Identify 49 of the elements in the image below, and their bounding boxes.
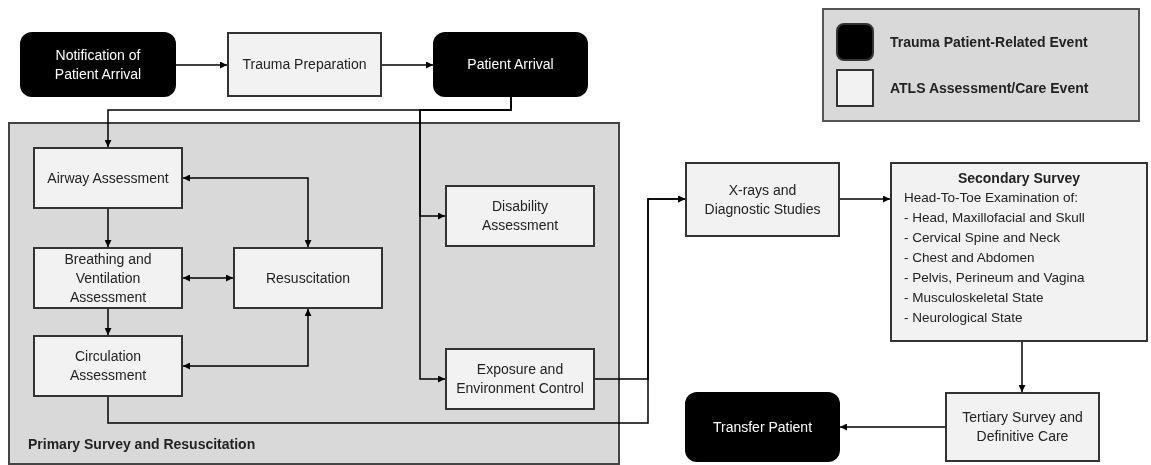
node-label: Tertiary Survey and Definitive Care	[961, 408, 1084, 446]
legend-label: ATLS Assessment/Care Event	[890, 78, 1089, 98]
arrow	[839, 423, 946, 431]
event-box	[433, 32, 588, 97]
list-item: - Pelvis, Perineum and Vagina	[904, 269, 1086, 287]
node-label: Patient Arrival	[466, 55, 555, 74]
process-box	[685, 162, 840, 237]
event-box	[685, 392, 840, 462]
group-panel	[8, 122, 620, 465]
arrow	[104, 208, 112, 248]
node-label: X-rays and Diagnostic Studies	[703, 180, 822, 219]
double-arrow	[182, 274, 234, 282]
process-box	[890, 162, 1148, 342]
process-box	[33, 147, 183, 209]
process-box	[945, 392, 1100, 462]
node-label: Airway Assessment	[46, 168, 170, 188]
node-label: Exposure and Environment Control	[455, 360, 585, 398]
arrow	[381, 61, 434, 69]
double-arrow	[182, 308, 312, 370]
arrow	[419, 96, 512, 383]
double-arrow	[182, 174, 312, 248]
process-box	[445, 348, 595, 410]
legend-label: Trauma Patient-Related Event	[890, 32, 1088, 52]
arrow	[839, 195, 891, 203]
arrow	[107, 195, 686, 424]
process-box	[233, 247, 383, 309]
node-label: Resuscitation	[264, 268, 351, 288]
process-box	[445, 185, 595, 247]
process-box	[33, 335, 183, 397]
event-box	[20, 32, 176, 97]
list-item: Head-To-Toe Examination of:	[904, 189, 1080, 207]
process-box	[227, 32, 382, 97]
process-box	[33, 247, 183, 309]
node-label: Circulation Assessment	[68, 347, 148, 385]
arrow	[1018, 341, 1026, 393]
node-label: Disability Assessment	[480, 197, 560, 235]
node-label: Transfer Patient	[711, 417, 814, 437]
node-label: Breathing and Ventilation Assessment	[63, 249, 153, 307]
group-label: Primary Survey and Resuscitation	[28, 435, 256, 454]
node-label: Trauma Preparation	[241, 55, 368, 74]
list-item: - Chest and Abdomen	[904, 249, 1036, 267]
list-item: - Musculoskeletal State	[904, 289, 1045, 307]
section-heading: Secondary Survey	[956, 169, 1082, 188]
list-item: - Neurological State	[904, 309, 1024, 327]
list-item: - Head, Maxillofacial and Skull	[904, 209, 1086, 227]
arrow	[175, 61, 228, 69]
list-item: - Cervical Spine and Neck	[904, 229, 1062, 247]
arrow	[104, 308, 112, 336]
node-label: Notification of Patient Arrival	[53, 45, 143, 84]
